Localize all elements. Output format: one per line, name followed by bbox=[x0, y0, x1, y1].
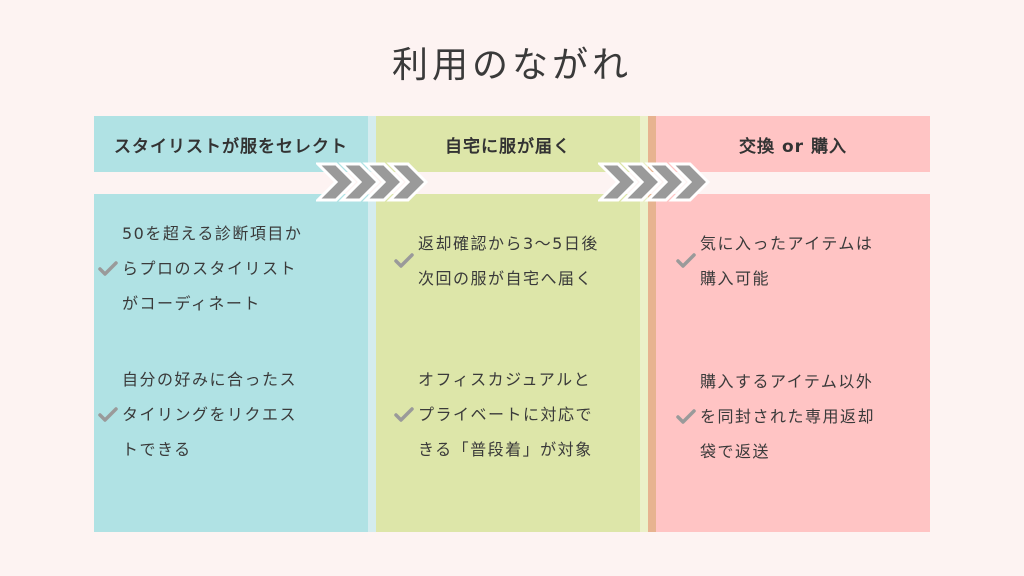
item-line: プライベートに対応で bbox=[418, 405, 594, 424]
chevron-right-icon bbox=[620, 162, 663, 202]
header-strip bbox=[368, 116, 376, 172]
step-label: 自宅に服が届く bbox=[445, 136, 571, 157]
list-item: 返却確認から3〜5日後 次回の服が自宅へ届く bbox=[394, 226, 638, 296]
step-panel-delivery bbox=[376, 194, 640, 532]
item-line: 購入するアイテム以外 bbox=[700, 372, 874, 391]
item-line: がコーディネート bbox=[122, 294, 261, 313]
item-text: 返却確認から3〜5日後 次回の服が自宅へ届く bbox=[418, 226, 599, 296]
chevron-right-icon bbox=[338, 162, 381, 202]
chevron-right-icon bbox=[598, 162, 639, 202]
item-line: 50を超える診断項目か bbox=[122, 224, 303, 243]
check-icon bbox=[98, 405, 122, 425]
item-text: オフィスカジュアルと プライベートに対応で きる「普段着」が対象 bbox=[418, 362, 593, 467]
list-item: 50を超える診断項目か らプロのスタイリスト がコーディネート bbox=[98, 216, 360, 321]
step-label: スタイリストが服をセレクト bbox=[114, 136, 348, 157]
check-icon bbox=[394, 405, 418, 425]
step-label: 交換 or 購入 bbox=[739, 136, 847, 157]
chevron-arrows-step1 bbox=[316, 162, 428, 202]
step-header-purchase: 交換 or 購入 bbox=[656, 116, 930, 172]
item-text: 50を超える診断項目か らプロのスタイリスト がコーディネート bbox=[122, 216, 302, 321]
item-line: きる「普段着」が対象 bbox=[418, 440, 593, 459]
item-text: 自分の好みに合ったス タイリングをリクエス トできる bbox=[122, 362, 297, 467]
list-item: 気に入ったアイテムは 購入可能 bbox=[676, 226, 924, 296]
step-panel-purchase bbox=[656, 194, 930, 532]
list-item: 購入するアイテム以外 を同封された専用返却 袋で返送 bbox=[676, 364, 924, 469]
chevron-right-icon bbox=[316, 162, 357, 202]
item-line: 次回の服が自宅へ届く bbox=[418, 269, 594, 288]
list-item: 自分の好みに合ったス タイリングをリクエス トできる bbox=[98, 362, 360, 467]
item-line: タイリングをリクエス bbox=[122, 405, 298, 424]
header-strip bbox=[640, 116, 648, 172]
header-strip bbox=[648, 116, 656, 172]
check-icon bbox=[676, 251, 700, 271]
item-line: を同封された専用返却 bbox=[700, 407, 876, 426]
list-item: オフィスカジュアルと プライベートに対応で きる「普段着」が対象 bbox=[394, 362, 638, 467]
panel-strip bbox=[368, 194, 376, 532]
item-line: 気に入ったアイテムは bbox=[700, 234, 874, 253]
item-text: 購入するアイテム以外 を同封された専用返却 袋で返送 bbox=[700, 364, 875, 469]
step-header-select: スタイリストが服をセレクト bbox=[94, 116, 368, 172]
chevron-right-icon bbox=[386, 162, 428, 202]
item-line: らプロのスタイリスト bbox=[122, 259, 298, 278]
check-icon bbox=[676, 407, 700, 427]
check-icon bbox=[98, 259, 122, 279]
chevron-arrows-step2 bbox=[598, 162, 710, 202]
item-line: トできる bbox=[122, 440, 192, 459]
chevron-right-icon bbox=[362, 162, 405, 202]
item-line: 購入可能 bbox=[700, 269, 771, 288]
item-line: 返却確認から3〜5日後 bbox=[418, 234, 599, 253]
item-text: 気に入ったアイテムは 購入可能 bbox=[700, 226, 873, 296]
page-title: 利用のながれ bbox=[391, 45, 632, 86]
item-line: 袋で返送 bbox=[700, 442, 771, 461]
panel-strip bbox=[640, 194, 648, 532]
chevron-right-icon bbox=[668, 162, 710, 202]
chevron-right-icon bbox=[644, 162, 687, 202]
item-line: 自分の好みに合ったス bbox=[122, 370, 298, 389]
check-icon bbox=[394, 251, 418, 271]
panel-strip bbox=[648, 194, 656, 532]
step-header-delivery: 自宅に服が届く bbox=[376, 116, 640, 172]
step-panel-select bbox=[94, 194, 368, 532]
item-line: オフィスカジュアルと bbox=[418, 370, 592, 389]
